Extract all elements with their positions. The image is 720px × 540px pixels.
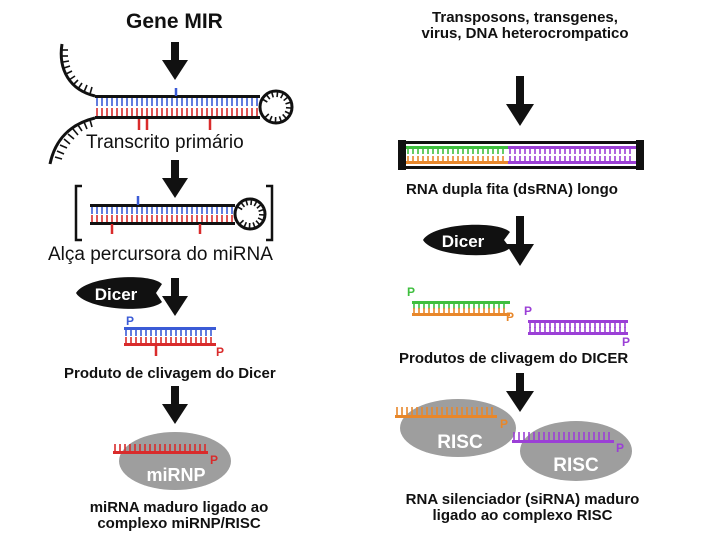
right-title-line-1: Transposons, transgenes, xyxy=(432,9,618,26)
phosphate-label: P xyxy=(500,417,508,431)
right-final-line-2: ligado ao complexo RISC xyxy=(432,506,613,524)
dsrna-label: RNA dupla fita (dsRNA) longo xyxy=(406,181,618,198)
dicer-label: Dicer xyxy=(442,232,485,251)
left-final-line-1: miRNA maduro ligado ao xyxy=(89,499,269,516)
right-title-line-2: virus, DNA heterocrompatico xyxy=(421,24,629,42)
dicer-enzyme: Dicer xyxy=(76,277,162,309)
precursor-hairpin xyxy=(74,184,274,242)
arrow-down-icon xyxy=(162,42,188,80)
right-title: Transposons, transgenes, virus, DNA hete… xyxy=(400,10,650,42)
primary-transcript-label: Transcrito primário xyxy=(86,132,244,153)
right-final-caption: RNA silenciador (siRNA) maduro ligado ao… xyxy=(390,492,655,524)
mirnp-label: miRNP xyxy=(146,465,205,485)
precursor-label: Alça percursora do miRNA xyxy=(48,244,273,265)
phosphate-label: P xyxy=(616,441,624,455)
arrow-down-icon xyxy=(506,76,534,126)
risc-complex: P RISC xyxy=(395,399,516,457)
left-cleavage-label: Produto de clivagem do Dicer xyxy=(64,365,276,382)
phosphate-label: P xyxy=(622,335,630,349)
mirnp-complex: P miRNP xyxy=(113,432,231,490)
arrow-down-icon xyxy=(506,373,534,412)
risc-label: RISC xyxy=(437,432,483,453)
arrow-down-icon xyxy=(162,278,188,316)
right-final-line-1: RNA silenciador (siRNA) maduro xyxy=(405,491,640,508)
risc-complex: P RISC xyxy=(512,421,632,481)
phosphate-label: P xyxy=(506,310,514,324)
arrow-down-icon xyxy=(162,386,188,424)
right-pathway: Dicer P P P P xyxy=(395,76,644,481)
phosphate-label: P xyxy=(126,314,134,328)
risc-label: RISC xyxy=(553,455,599,476)
right-cleavage-label: Produtos de clivagem do DICER xyxy=(399,350,629,367)
arrow-down-icon xyxy=(506,216,534,266)
left-pathway: Dicer P P xyxy=(48,42,294,490)
phosphate-label: P xyxy=(216,345,224,359)
left-final-line-2: complexo miRNP/RISC xyxy=(97,514,261,532)
long-dsrna xyxy=(398,140,644,170)
arrow-down-icon xyxy=(162,160,188,198)
phosphate-label: P xyxy=(210,453,218,467)
dicer-label: Dicer xyxy=(95,285,138,304)
left-title: Gene MIR xyxy=(126,10,223,33)
cleaved-duplex: P P xyxy=(124,314,224,359)
phosphate-label: P xyxy=(524,304,532,318)
primary-transcript-hairpin xyxy=(48,43,294,165)
left-final-caption: miRNA maduro ligado ao complexo miRNP/RI… xyxy=(64,500,294,532)
dicer-enzyme: Dicer xyxy=(423,224,510,256)
phosphate-label: P xyxy=(407,285,415,299)
dicer-cleavage-products: P P P P xyxy=(407,285,630,349)
